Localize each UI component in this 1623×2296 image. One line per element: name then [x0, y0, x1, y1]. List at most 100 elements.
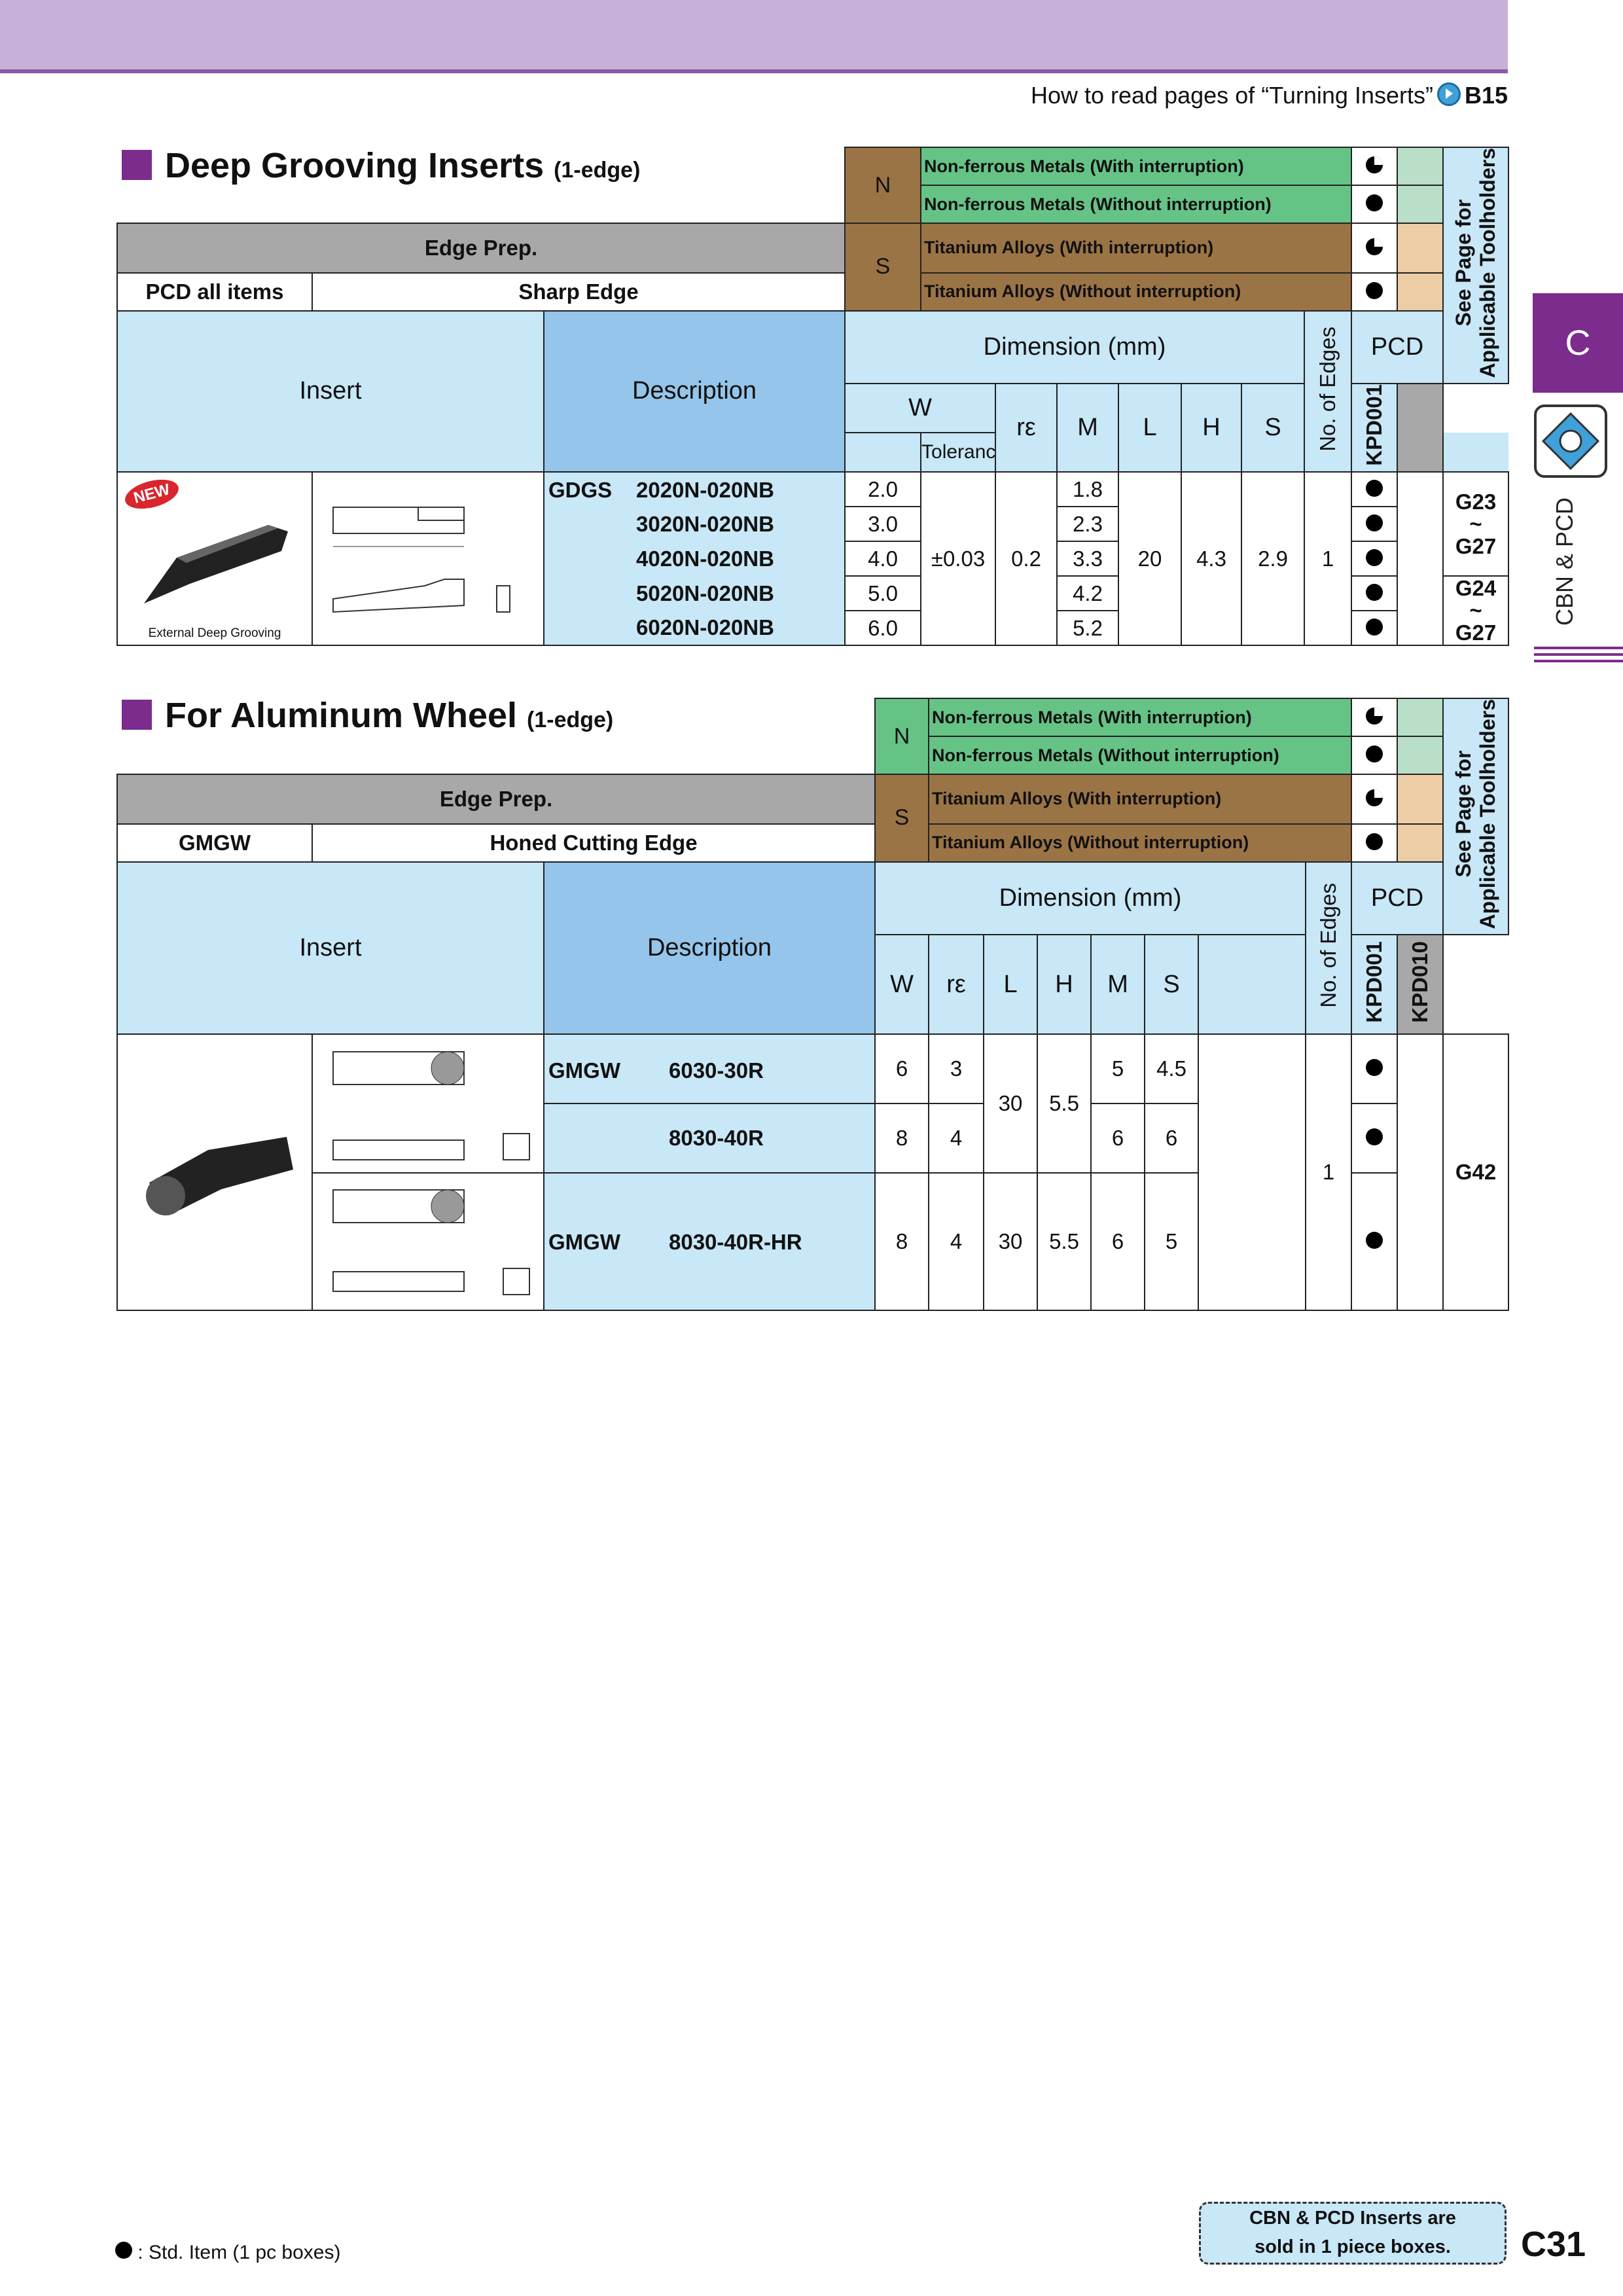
how-to-read-ref: B15	[1464, 82, 1508, 109]
insert-code: 8030-40R	[543, 1103, 876, 1174]
edge-prep-header: Edge Prep.	[116, 774, 876, 825]
half-dot-icon	[1366, 789, 1383, 806]
filled-dot-icon	[1366, 1128, 1383, 1146]
toolholder-page-b: G24~G27	[1442, 575, 1510, 647]
insert-shape-icon	[1534, 404, 1607, 478]
toolholder-page-a: G23~G27	[1442, 471, 1510, 577]
edge-prep-right: Sharp Edge	[311, 272, 846, 312]
w-value: 8	[874, 1103, 930, 1174]
filled-dot-icon	[1366, 479, 1383, 497]
new-badge: NEW	[122, 474, 182, 514]
w-value: 4.0	[844, 541, 922, 577]
insert-photo: NEW External Deep Grooving	[116, 471, 313, 647]
s-value: 5	[1144, 1172, 1200, 1312]
filled-dot-icon	[1366, 745, 1383, 762]
dimension-header: Dimension (mm)	[874, 861, 1307, 936]
edges-header: No. of Edges	[1304, 310, 1353, 473]
how-to-read-text: How to read pages of “Turning Inserts”	[1031, 82, 1433, 109]
s-value: 2.9	[1241, 471, 1306, 647]
col-re: rε	[928, 934, 985, 1035]
boxes-note-line1: CBN & PCD Inserts are	[1249, 2208, 1456, 2229]
w-value: 5.0	[844, 575, 922, 612]
m-value: 6	[1090, 1172, 1146, 1312]
grade-kpd001: KPD001	[1351, 383, 1399, 473]
edges-value: 1	[1305, 1033, 1353, 1312]
filled-dot-icon	[1366, 618, 1383, 636]
filled-dot-icon	[1366, 583, 1383, 601]
material-cell	[1351, 147, 1399, 186]
edge-prep-header: Edge Prep.	[116, 223, 846, 274]
filled-dot-icon	[1366, 514, 1383, 531]
insert-drawing-image	[332, 506, 510, 613]
insert-caption: External Deep Grooving	[148, 626, 281, 641]
insert-code: 6030-30R	[669, 1058, 764, 1083]
l-value: 30	[983, 1172, 1039, 1312]
description-row: GMGW 6030-30R	[543, 1033, 876, 1104]
h-value: 4.3	[1181, 471, 1243, 647]
half-dot-icon	[1366, 238, 1383, 255]
insert-header: Insert	[116, 310, 544, 473]
filled-dot-icon	[115, 2242, 132, 2259]
insert-code: 8030-40R-HR	[669, 1230, 802, 1255]
filled-dot-icon	[1366, 833, 1383, 850]
re-value: 4	[928, 1172, 985, 1312]
insert-code: 3020N-020NB	[543, 507, 846, 542]
m-value: 5	[1090, 1033, 1146, 1105]
material-row: Titanium Alloys (With interruption)	[928, 774, 1353, 825]
insert-image	[144, 525, 288, 604]
col-s: S	[1144, 934, 1200, 1035]
deep-grooving-table: N Non-ferrous Metals (With interruption)…	[116, 146, 1510, 647]
h-value: 5.5	[1037, 1033, 1092, 1174]
half-dot-icon	[1366, 156, 1383, 173]
edges-value: 1	[1304, 471, 1353, 647]
col-w: W	[844, 383, 997, 433]
edge-prep-right: Honed Cutting Edge	[311, 823, 876, 863]
material-row: Non-ferrous Metals (Without interruption…	[920, 185, 1353, 224]
material-row: Non-ferrous Metals (With interruption)	[920, 147, 1353, 186]
prefix-gmgw: GMGW	[548, 1058, 620, 1083]
filled-dot-icon	[1366, 1232, 1383, 1249]
grade-kpd010: KPD010	[1397, 934, 1444, 1035]
prefix-gmgw: GMGW	[548, 1230, 620, 1255]
w-value: 6.0	[844, 610, 922, 647]
w-value: 8	[874, 1172, 930, 1312]
m-value: 6	[1090, 1103, 1146, 1174]
how-to-read-link[interactable]: How to read pages of “Turning Inserts” B1…	[1031, 82, 1508, 109]
col-l: L	[983, 934, 1039, 1035]
col-h: H	[1037, 934, 1092, 1035]
material-group-s: S	[874, 774, 930, 863]
insert-drawing-image	[332, 1051, 530, 1161]
description-row: GMGW 8030-40R-HR	[543, 1172, 876, 1312]
col-l: L	[1118, 383, 1183, 473]
insert-drawing-image	[332, 1189, 530, 1296]
insert-code: 5020N-020NB	[543, 576, 846, 611]
re-value: 4	[928, 1103, 985, 1174]
insert-code: 2020N-020NB	[636, 478, 774, 503]
edges-header: No. of Edges	[1305, 861, 1353, 1035]
legend-text: : Std. Item (1 pc boxes)	[137, 2242, 341, 2263]
s-value: 4.5	[1144, 1033, 1200, 1105]
w-value: 2.0	[844, 471, 922, 508]
chapter-tab-c[interactable]: C	[1533, 293, 1623, 393]
pcd-header: PCD	[1351, 861, 1444, 936]
page-number: C31	[1521, 2225, 1586, 2264]
material-row: Non-ferrous Metals (Without interruption…	[928, 736, 1353, 775]
insert-code: 6020N-020NB	[543, 611, 846, 647]
filled-dot-icon	[1366, 548, 1383, 566]
edge-prep-left: GMGW	[116, 823, 313, 863]
col-w: W	[874, 934, 930, 1035]
m-value: 2.3	[1056, 506, 1120, 543]
filled-dot-icon	[1366, 281, 1383, 299]
side-divider	[1534, 647, 1623, 666]
edge-prep-left: PCD all items	[116, 272, 313, 312]
insert-drawing	[312, 471, 544, 647]
m-value: 5.2	[1056, 610, 1120, 647]
filled-dot-icon	[1366, 1059, 1383, 1077]
insert-image	[146, 1137, 293, 1216]
half-dot-icon	[1366, 708, 1383, 725]
grade-kpd001: KPD001	[1351, 934, 1399, 1035]
side-label: CBN & PCD	[1551, 497, 1578, 626]
material-row: Titanium Alloys (Without interruption)	[920, 272, 1353, 312]
dimension-header: Dimension (mm)	[844, 310, 1306, 385]
